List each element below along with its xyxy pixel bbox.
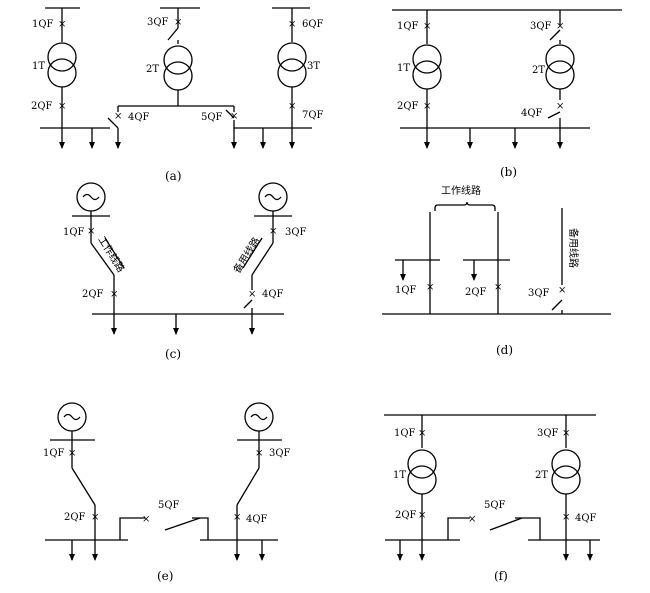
label-2QF: 2QF — [465, 287, 487, 298]
label-1QF: 1QF — [397, 21, 419, 32]
panel-a: × × × × × × × — [31, 7, 324, 183]
svg-text:×: × — [114, 111, 122, 122]
label-5QF: 5QF — [201, 112, 223, 123]
svg-text:×: × — [230, 111, 238, 122]
svg-text:×: × — [174, 17, 182, 28]
svg-text:×: × — [288, 19, 296, 30]
standby-line-label: 备用线路 — [230, 235, 262, 276]
svg-text:×: × — [418, 428, 426, 439]
label-5QF: 5QF — [158, 500, 180, 511]
breaker-x-mark: × — [58, 19, 66, 30]
generator-icon — [264, 193, 282, 201]
label-4QF: 4QF — [246, 514, 268, 525]
label-3T: 3T — [307, 61, 320, 72]
label-3QF: 3QF — [528, 288, 550, 299]
svg-text:×: × — [562, 512, 570, 523]
label-2QF: 2QF — [397, 101, 419, 112]
svg-text:×: × — [58, 101, 66, 112]
svg-text:×: × — [468, 514, 476, 525]
caption-f: (f) — [494, 569, 508, 583]
label-4QF: 4QF — [575, 513, 597, 524]
svg-text:×: × — [233, 512, 241, 523]
label-4QF: 4QF — [262, 289, 284, 300]
label-2QF: 2QF — [395, 510, 417, 521]
label-3QF: 3QF — [147, 17, 169, 28]
caption-a: (a) — [165, 169, 182, 183]
generator-icon — [63, 413, 81, 421]
svg-text:×: × — [87, 226, 95, 237]
svg-text:×: × — [558, 285, 566, 296]
svg-text:×: × — [423, 101, 431, 112]
label-2QF: 2QF — [64, 512, 86, 523]
label-1QF: 1QF — [395, 285, 417, 296]
label-1QF: 1QF — [63, 227, 85, 238]
working-line-label: 工作线路 — [95, 234, 127, 275]
svg-text:×: × — [68, 448, 76, 459]
generator-icon — [250, 413, 268, 421]
label-3QF: 3QF — [269, 448, 291, 459]
label-1T: 1T — [32, 61, 45, 72]
svg-text:×: × — [110, 289, 118, 300]
svg-text:×: × — [142, 514, 150, 525]
svg-text:×: × — [288, 101, 296, 112]
panel-d: 工作线路 × × × 1QF 2QF 3QF 备用线路 (d) — [382, 184, 611, 357]
svg-text:×: × — [556, 21, 564, 32]
svg-text:×: × — [423, 21, 431, 32]
label-3QF: 3QF — [285, 227, 307, 238]
svg-text:×: × — [426, 282, 434, 293]
svg-text:×: × — [269, 226, 277, 237]
panel-e: × × × × × 1QF 3QF 5QF 2QF 4QF (e) — [43, 402, 291, 583]
panel-c: × × × × 1QF 3QF 2QF 4QF 工作线路 备用线路 (c) — [63, 182, 307, 361]
caption-b: (b) — [500, 165, 517, 179]
label-2T: 2T — [532, 65, 545, 76]
caption-e: (e) — [157, 569, 173, 583]
svg-text:×: × — [418, 510, 426, 521]
label-2QF: 2QF — [82, 289, 104, 300]
label-2QF: 2QF — [31, 101, 53, 112]
label-3QF: 3QF — [530, 21, 552, 32]
svg-text:×: × — [248, 289, 256, 300]
label-4QF: 4QF — [521, 108, 543, 119]
label-1QF: 1QF — [394, 428, 416, 439]
working-lines-header: 工作线路 — [441, 184, 481, 197]
panel-b: × × × × 1QF 3QF 1T 2T 2QF 4QF (b) — [392, 9, 622, 179]
generator-icon — [82, 193, 100, 201]
label-7QF: 7QF — [302, 110, 324, 121]
label-1QF: 1QF — [32, 19, 54, 30]
caption-c: (c) — [165, 347, 181, 361]
label-6QF: 6QF — [302, 19, 324, 30]
standby-line-label: 备用线路 — [567, 228, 580, 268]
svg-text:×: × — [255, 448, 263, 459]
label-4QF: 4QF — [128, 112, 150, 123]
label-2T: 2T — [535, 470, 548, 481]
label-1QF: 1QF — [43, 448, 65, 459]
svg-text:×: × — [91, 512, 99, 523]
panel-f: × × × × × 1QF 3QF 1T 2T 5QF 2QF 4QF (f) — [384, 414, 600, 583]
label-2T: 2T — [146, 64, 159, 75]
svg-text:×: × — [562, 428, 570, 439]
label-1T: 1T — [393, 470, 406, 481]
label-5QF: 5QF — [484, 500, 506, 511]
svg-text:×: × — [494, 282, 502, 293]
caption-d: (d) — [496, 343, 513, 357]
label-3QF: 3QF — [537, 428, 559, 439]
label-1T: 1T — [397, 63, 410, 74]
svg-text:×: × — [556, 101, 564, 112]
